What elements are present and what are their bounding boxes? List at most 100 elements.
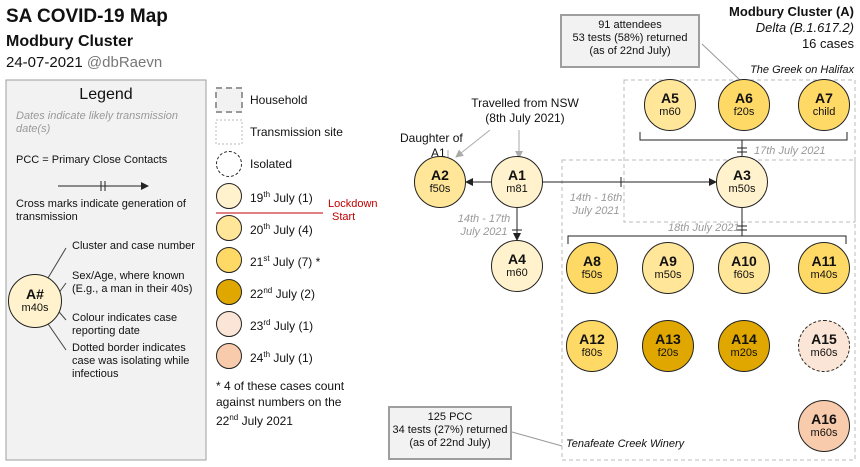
pcc-info-connector xyxy=(511,431,563,447)
case-id: A12 xyxy=(579,331,605,347)
date-key-label: 21st July (7) * xyxy=(250,254,321,269)
case-id: A4 xyxy=(508,251,526,267)
case-demographic: m20s xyxy=(730,347,758,359)
date-key-label: 24th July (1) xyxy=(250,350,313,365)
date-key-label: 23rd July (1) xyxy=(250,318,314,333)
footnote: * 4 of these cases count against numbers… xyxy=(216,378,344,429)
footnote-suffix: nd xyxy=(229,413,239,422)
a3-dates-1: 14th - 16th xyxy=(569,192,623,204)
lockdown-label-2: Start xyxy=(332,211,356,223)
callout-dotted: Dotted border indicates case was isolati… xyxy=(72,342,190,380)
legend-panel xyxy=(5,79,207,461)
case-id: A16 xyxy=(811,411,837,427)
case-id: A1 xyxy=(508,167,526,183)
travelled-note: Travelled from NSW (8th July 2021) xyxy=(460,96,590,126)
a1-dates-note: 14th - 17th July 2021 xyxy=(454,213,514,239)
author-handle: @dbRaevn xyxy=(86,54,163,71)
footnote-line-3: 22nd July 2021 xyxy=(216,410,344,429)
callout-sex-age: Sex/Age, where known (E.g., a man in the… xyxy=(72,270,193,295)
a3-dates-2: July 2021 xyxy=(572,205,620,217)
callout-cluster: Cluster and case number xyxy=(72,240,195,252)
case-id: A9 xyxy=(659,253,677,269)
case-demographic: m60 xyxy=(659,106,681,118)
case-id: A8 xyxy=(583,253,601,269)
key-isolated: Isolated xyxy=(250,157,293,171)
date-line: 24-07-2021 @dbRaevn xyxy=(6,54,162,72)
case-demographic: m40s xyxy=(810,269,838,281)
page-title: SA COVID-19 Map xyxy=(6,6,168,27)
case-demographic: m81 xyxy=(506,183,528,195)
travelled-arrow-a2 xyxy=(455,129,491,158)
lockdown-label-1: Lockdown xyxy=(328,198,378,210)
date-key-swatch xyxy=(216,343,242,369)
callout-line-cluster xyxy=(47,247,67,279)
greek-info-connector xyxy=(701,43,741,81)
legend-pcc-note: PCC = Primary Close Contacts xyxy=(16,154,168,166)
case-id: A11 xyxy=(811,253,837,269)
pcc-info-line-1: 125 PCC xyxy=(427,411,473,423)
legend-sample-node: A# m40s xyxy=(8,274,62,328)
legend-sample-id: A# xyxy=(26,286,44,302)
date-key-label: 22nd July (2) xyxy=(250,286,315,301)
page-subtitle: Modbury Cluster xyxy=(6,33,134,50)
pcc-info-line-3: (as of 22nd July) xyxy=(409,437,491,449)
case-demographic: m50s xyxy=(728,183,756,195)
key-transmission-site: Transmission site xyxy=(250,125,343,139)
case-id: A6 xyxy=(735,90,753,106)
date-key-swatch xyxy=(216,247,242,273)
date-key-label: 20th July (4) xyxy=(250,222,313,237)
callout-colour: Colour indicates case reporting date xyxy=(72,312,178,337)
winery-site-box xyxy=(561,159,856,461)
travelled-note-2: (8th July 2021) xyxy=(485,111,565,125)
case-demographic: f80s xyxy=(581,347,603,359)
case-id: A14 xyxy=(731,331,757,347)
a1-dates-2: July 2021 xyxy=(460,226,508,238)
footnote-line-1: * 4 of these cases count xyxy=(216,379,345,393)
date-key-swatch xyxy=(216,215,242,241)
cluster-variant: Delta (B.1.617.2) xyxy=(755,20,854,35)
case-id: A13 xyxy=(655,331,681,347)
case-demographic: m60 xyxy=(506,267,528,279)
greek-info-box: 91 attendees 53 tests (58%) returned (as… xyxy=(560,14,700,68)
case-id: A7 xyxy=(815,90,833,106)
greek-site-label: The Greek on Halifax xyxy=(750,64,854,76)
greek-info-line-1: 91 attendees xyxy=(598,19,662,31)
footnote-day: 22 xyxy=(216,414,230,428)
date-key-label: 19th July (1) xyxy=(250,190,313,205)
cluster-name: Modbury Cluster (A) xyxy=(729,4,854,19)
legend-cross-note: Cross marks indicate generation of trans… xyxy=(16,198,186,223)
date-key-swatch xyxy=(216,183,242,209)
case-demographic: f20s xyxy=(657,347,679,359)
a3-dates-note: 14th - 16th July 2021 xyxy=(566,192,626,218)
legend-sample-sub: m40s xyxy=(21,302,49,314)
greek-date-note: 17th July 2021 xyxy=(754,145,826,157)
case-id: A15 xyxy=(811,331,837,347)
case-id: A10 xyxy=(731,253,757,269)
case-id: A5 xyxy=(661,90,679,106)
greek-info-line-2: 53 tests (58%) returned xyxy=(572,32,688,44)
winery-site-label: Tenafeate Creek Winery xyxy=(566,438,685,450)
transmission-site-key-shape xyxy=(215,119,243,145)
winery-date-note: 18th July 2021 xyxy=(668,222,740,234)
legend-heading: Legend xyxy=(79,86,133,103)
date-key-swatch xyxy=(216,279,242,305)
daughter-note-1: Daughter of xyxy=(400,131,463,145)
case-demographic: m60s xyxy=(810,347,838,359)
cluster-info: Modbury Cluster (A) Delta (B.1.617.2) 16… xyxy=(729,4,854,52)
date-key-swatch xyxy=(216,311,242,337)
